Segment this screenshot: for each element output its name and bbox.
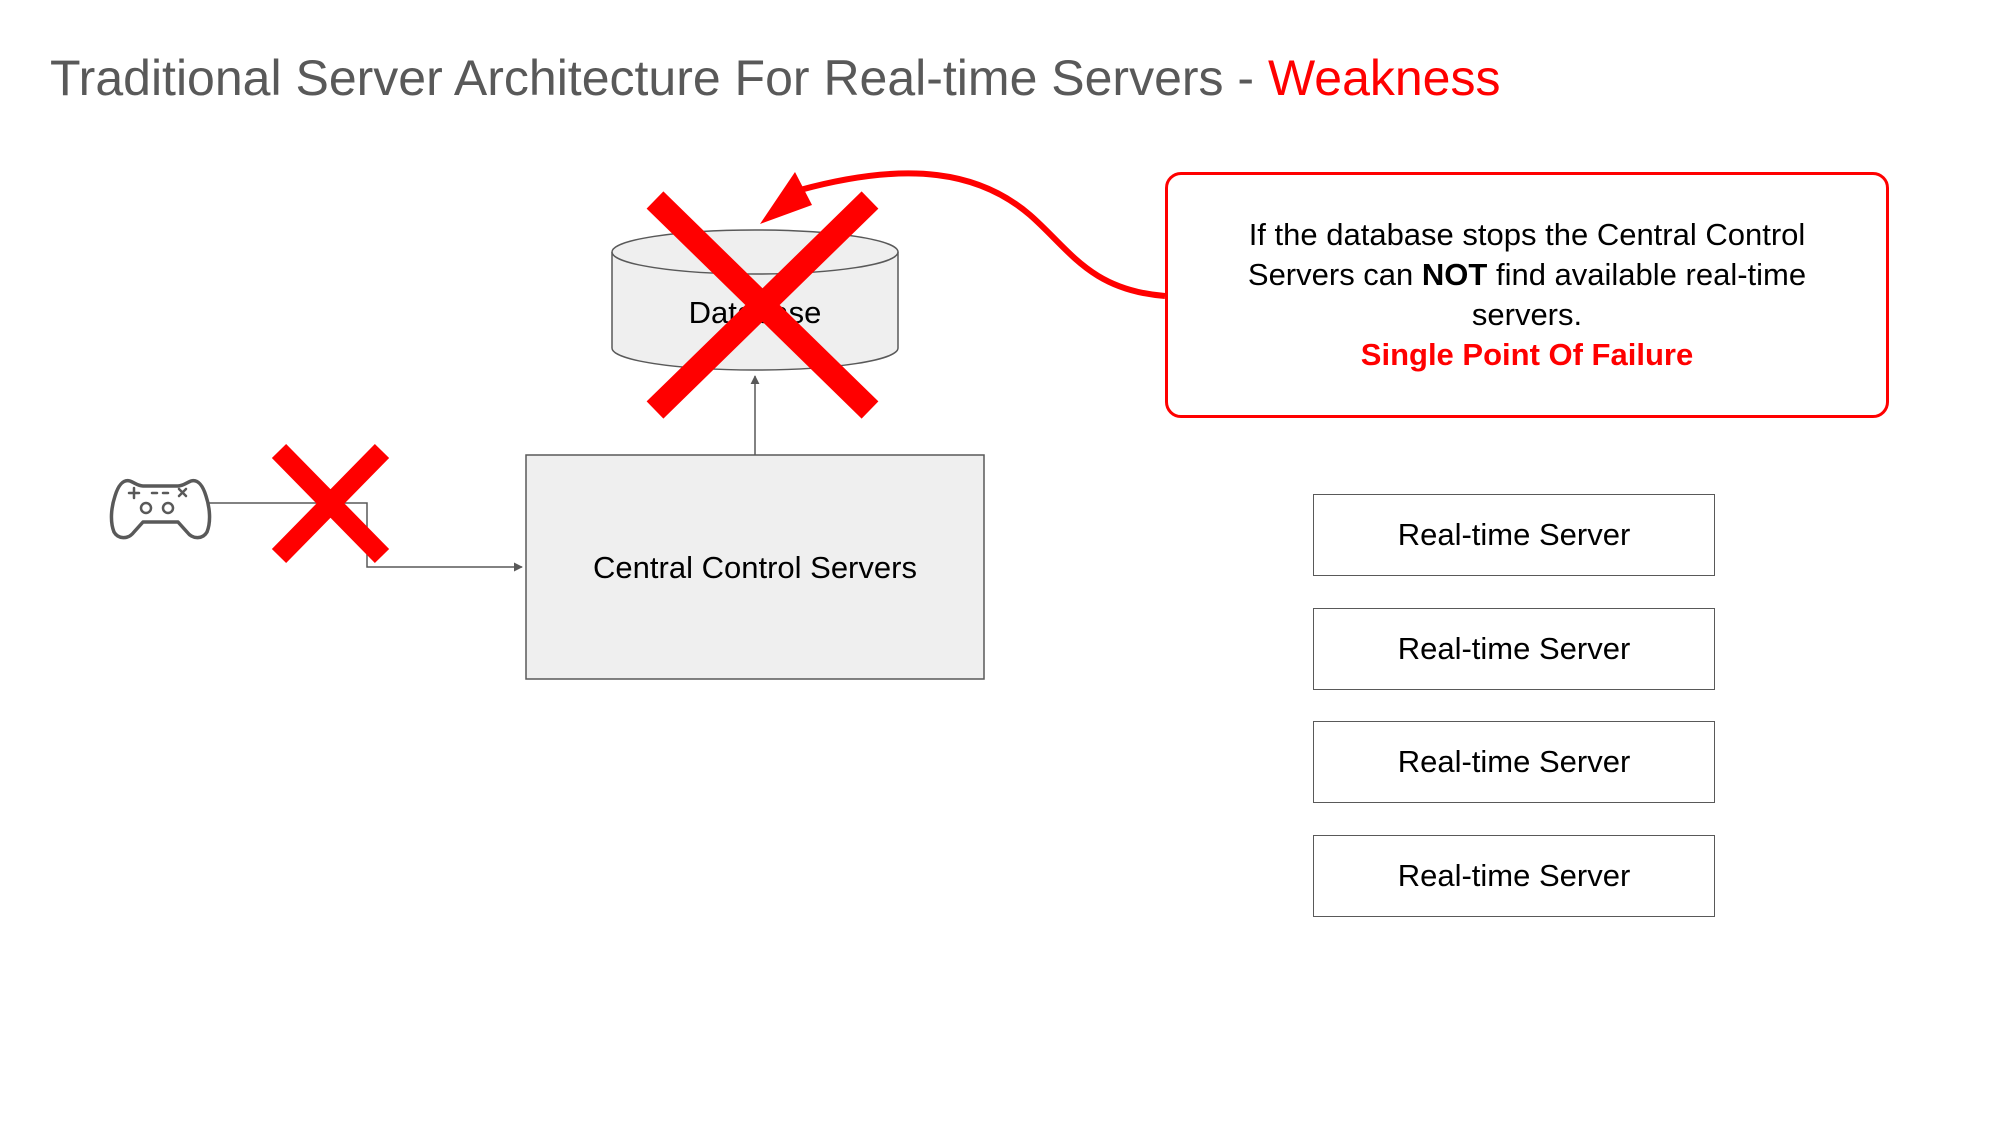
gamepad-icon: [109, 478, 212, 540]
realtime-server-box: Real-time Server: [1313, 835, 1715, 917]
callout-text-part2: find available real-time servers.: [1471, 257, 1807, 332]
realtime-server-box: Real-time Server: [1313, 494, 1715, 576]
database-failure-x-icon: [646, 191, 879, 419]
slide-title-accent: Weakness: [1267, 50, 1501, 106]
slide-title-main: Traditional Server Architecture For Real…: [50, 50, 1268, 106]
single-point-of-failure-label: Single Point Of Failure: [1360, 337, 1694, 372]
realtime-server-label: Real-time Server: [1397, 744, 1631, 779]
slide-title: Traditional Server Architecture For Real…: [50, 48, 1501, 108]
callout-text-part1: If the database stops the Central Contro…: [1247, 217, 1806, 292]
callout-text: If the database stops the Central Contro…: [1228, 215, 1826, 335]
central-control-label: Central Control Servers: [593, 550, 917, 585]
callout-text-bold: NOT: [1421, 257, 1488, 292]
failure-callout: If the database stops the Central Contro…: [1165, 172, 1889, 418]
realtime-server-box: Real-time Server: [1313, 608, 1715, 690]
realtime-server-box: Real-time Server: [1313, 721, 1715, 803]
central-control-servers-box: Central Control Servers: [525, 454, 985, 680]
client-connection-failure-x-icon: [271, 443, 390, 564]
realtime-server-label: Real-time Server: [1397, 517, 1631, 552]
callout-pointer-arrow: [760, 170, 1166, 299]
realtime-server-label: Real-time Server: [1397, 631, 1631, 666]
realtime-server-label: Real-time Server: [1397, 858, 1631, 893]
